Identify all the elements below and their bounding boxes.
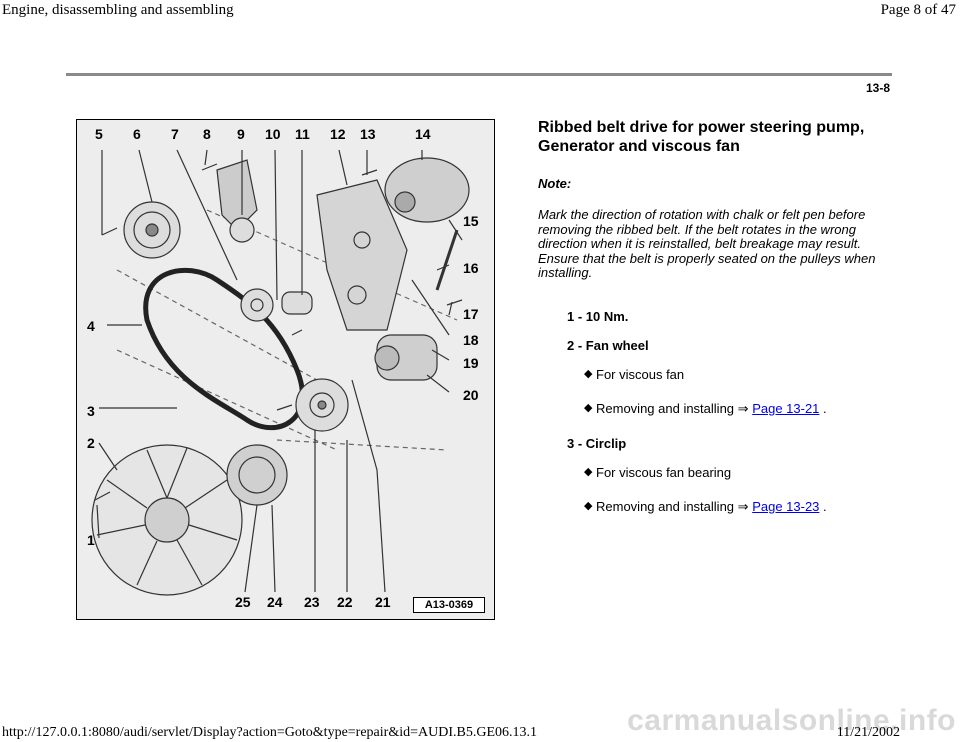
list-item: 2 - Fan wheel bbox=[567, 338, 649, 353]
callout-16: 16 bbox=[463, 260, 479, 276]
callout-24: 24 bbox=[267, 594, 283, 610]
callout-23: 23 bbox=[304, 594, 320, 610]
callout-3: 3 bbox=[87, 403, 95, 419]
callout-17: 17 bbox=[463, 306, 479, 322]
diamond-bullet-icon: ◆ bbox=[584, 368, 593, 380]
callout-18: 18 bbox=[463, 332, 479, 348]
sub-item: ◆ Removing and installing ⇒ Page 13-23 . bbox=[584, 499, 827, 514]
callout-9: 9 bbox=[237, 126, 245, 142]
exploded-diagram: 5 6 7 8 9 10 11 12 13 14 15 16 17 18 19 … bbox=[76, 119, 495, 620]
diamond-bullet-icon: ◆ bbox=[584, 500, 593, 512]
page-link-13-23[interactable]: Page 13-23 bbox=[752, 499, 820, 514]
callout-4: 4 bbox=[87, 318, 95, 334]
callout-15: 15 bbox=[463, 213, 479, 229]
callout-19: 19 bbox=[463, 355, 479, 371]
callout-2: 2 bbox=[87, 435, 95, 451]
figure-code: A13-0369 bbox=[413, 597, 485, 613]
arrow-icon: ⇒ bbox=[737, 499, 749, 514]
note-label: Note: bbox=[538, 176, 572, 191]
content-column: Ribbed belt drive for power steering pum… bbox=[538, 118, 898, 281]
list-item: 3 - Circlip bbox=[567, 436, 627, 451]
sub-item: ◆ For viscous fan bearing bbox=[584, 465, 732, 480]
diagram-drawing bbox=[91, 149, 470, 596]
diamond-bullet-icon: ◆ bbox=[584, 466, 593, 478]
callout-20: 20 bbox=[463, 387, 479, 403]
header-rule bbox=[66, 73, 892, 76]
callout-25: 25 bbox=[235, 594, 251, 610]
callout-8: 8 bbox=[203, 126, 211, 142]
footer-url: http://127.0.0.1:8080/audi/servlet/Displ… bbox=[2, 725, 537, 740]
parts-list: 1 - 10 Nm. 2 - Fan wheel ◆ For viscous f… bbox=[567, 309, 927, 534]
callout-22: 22 bbox=[337, 594, 353, 610]
callout-21: 21 bbox=[375, 594, 391, 610]
arrow-icon: ⇒ bbox=[737, 401, 749, 416]
diamond-bullet-icon: ◆ bbox=[584, 402, 593, 414]
callout-12: 12 bbox=[330, 126, 346, 142]
callout-7: 7 bbox=[171, 126, 179, 142]
sub-item: ◆ Removing and installing ⇒ Page 13-21 . bbox=[584, 401, 827, 416]
header-page-label: Page 8 of 47 bbox=[880, 2, 956, 18]
watermark: carmanualsonline.info bbox=[627, 704, 956, 737]
sub-item: ◆ For viscous fan bbox=[584, 367, 685, 382]
callout-14: 14 bbox=[415, 126, 431, 142]
callout-13: 13 bbox=[360, 126, 376, 142]
callout-5: 5 bbox=[95, 126, 103, 142]
section-title: Ribbed belt drive for power steering pum… bbox=[538, 119, 865, 155]
list-item: 1 - 10 Nm. bbox=[567, 309, 629, 324]
page-number: 13-8 bbox=[865, 81, 890, 95]
callout-11: 11 bbox=[295, 126, 310, 142]
page-link-13-21[interactable]: Page 13-21 bbox=[752, 401, 820, 416]
note-text: Mark the direction of rotation with chal… bbox=[538, 207, 876, 280]
footer-date: 11/21/2002 bbox=[836, 725, 900, 740]
header-title: Engine, disassembling and assembling bbox=[2, 2, 234, 18]
callout-10: 10 bbox=[265, 126, 281, 142]
callout-1: 1 bbox=[87, 532, 95, 548]
callout-6: 6 bbox=[133, 126, 141, 142]
